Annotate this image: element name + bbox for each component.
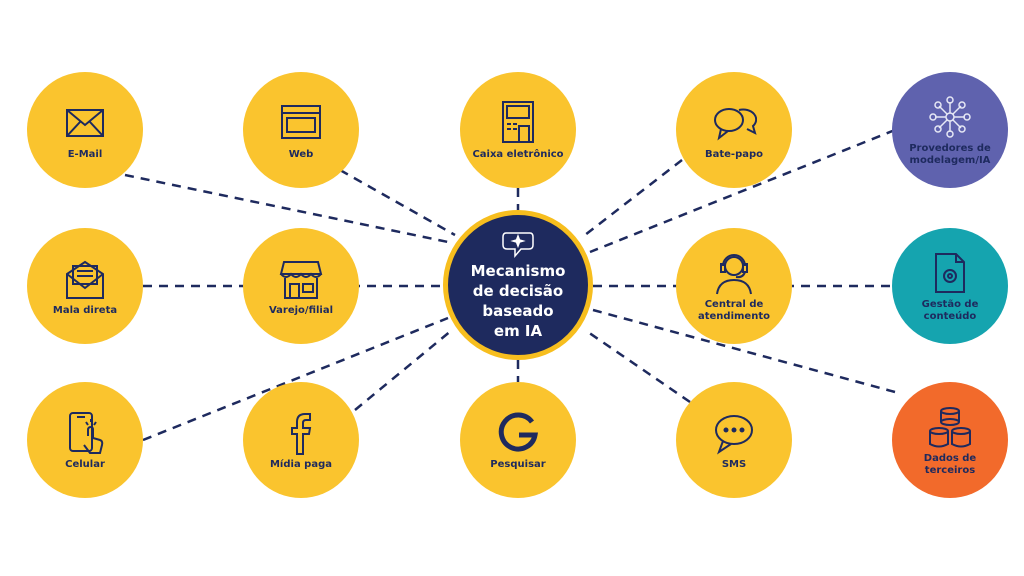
facebook-icon bbox=[278, 410, 324, 456]
document-gear-icon bbox=[927, 250, 973, 296]
connector-sms bbox=[584, 328, 691, 404]
browser-icon bbox=[278, 100, 324, 146]
connector-ai-providers bbox=[589, 128, 896, 254]
atm-icon bbox=[495, 100, 541, 146]
envelope-icon bbox=[62, 100, 108, 146]
node-ai-providers: Provedores de modelagem/IA bbox=[892, 72, 1008, 188]
connector-third-party bbox=[592, 308, 896, 394]
headset-agent-icon bbox=[711, 250, 757, 296]
node-mobile: Celular bbox=[27, 382, 143, 498]
node-chat: Bate-papo bbox=[676, 72, 792, 188]
node-sms: SMS bbox=[676, 382, 792, 498]
phone-tap-icon bbox=[62, 410, 108, 456]
node-direct-mail: Mala direta bbox=[27, 228, 143, 344]
mail-letter-icon bbox=[62, 256, 108, 302]
node-search: Pesquisar bbox=[460, 382, 576, 498]
connector-mobile bbox=[142, 316, 449, 442]
database-icon bbox=[927, 404, 973, 450]
node-paid-media: Mídia paga bbox=[243, 382, 359, 498]
node-retail: Varejo/filial bbox=[243, 228, 359, 344]
ai-decision-engine: Mecanismo de decisão baseado em IA bbox=[443, 210, 593, 360]
node-call-center: Central de atendimento bbox=[676, 228, 792, 344]
sms-bubble-icon bbox=[711, 410, 757, 456]
node-web: Web bbox=[243, 72, 359, 188]
node-atm: Caixa eletrônico bbox=[460, 72, 576, 188]
connector-email bbox=[124, 173, 449, 244]
google-icon bbox=[495, 410, 541, 456]
node-email: E-Mail bbox=[27, 72, 143, 188]
ai-brain-icon bbox=[501, 229, 535, 259]
connector-web bbox=[339, 168, 456, 237]
node-third-party: Dados de terceiros bbox=[892, 382, 1008, 498]
network-icon bbox=[927, 94, 973, 140]
connector-chat bbox=[584, 159, 683, 236]
store-icon bbox=[278, 256, 324, 302]
connector-paid-media bbox=[354, 329, 453, 411]
node-content: Gestão de conteúdo bbox=[892, 228, 1008, 344]
chat-bubbles-icon bbox=[711, 100, 758, 146]
